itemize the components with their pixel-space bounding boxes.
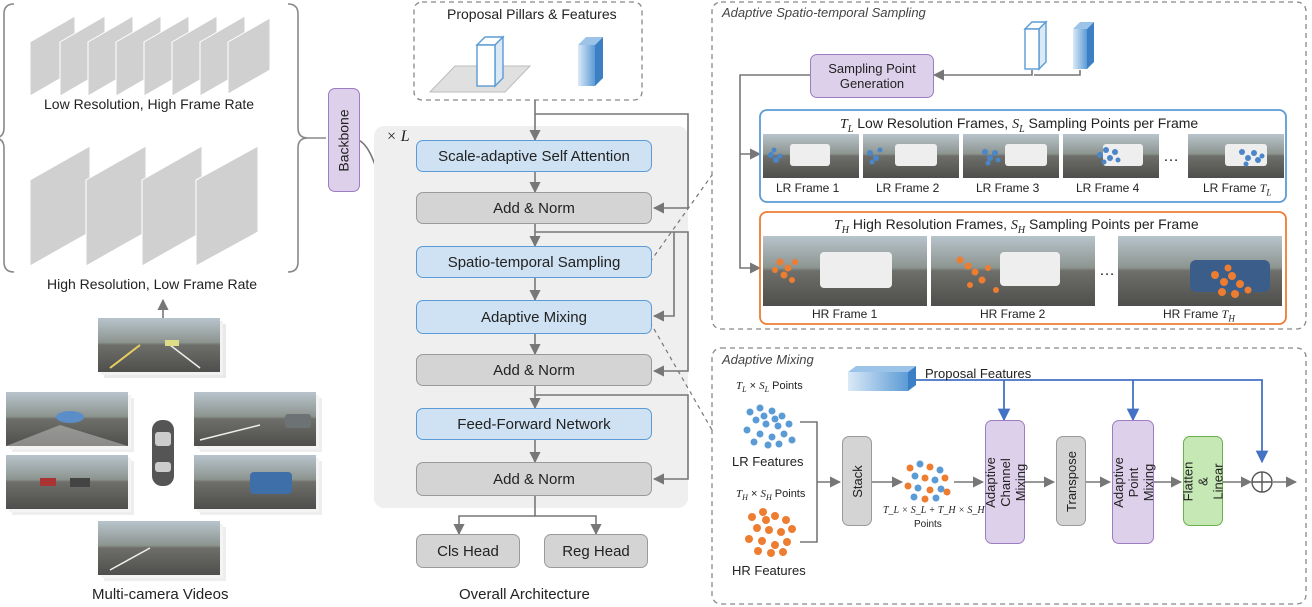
stack-label: Stack [849,464,865,498]
lr-sample-points [768,147,1265,167]
camera-front-left [6,392,134,452]
transpose-block: Transpose [1056,436,1086,526]
stack-block: Stack [842,436,872,526]
mixing-title: Adaptive Mixing [722,352,814,367]
combined-points-label: Points [914,519,942,530]
reg-head-block: Reg Head [544,534,648,568]
hr-frame-2-label: HR Frame 2 [980,307,1046,321]
lr-ellipsis: … [1163,148,1179,165]
lr-frame-3-label: LR Frame 3 [976,181,1040,195]
high-res-frame-stack [29,145,259,267]
lr-points-label: TL × SL Points [736,380,803,395]
backbone-block: Backbone [328,88,360,192]
mixing-panel [711,347,1307,605]
lr-frame-4-label: LR Frame 4 [1076,181,1140,195]
add-norm-block-2: Add & Norm [416,354,652,386]
backbone-label: Backbone [335,108,352,172]
channel-mixing-label: Adaptive Channel Mixing [982,456,1028,508]
sampling-pillar-icon [1023,20,1048,71]
hr-frame-1-label: HR Frame 1 [812,307,878,321]
add-norm-block-1: Add & Norm [416,192,652,224]
hr-point-cluster [745,508,796,557]
lr-frame-last-label: LR Frame TL [1203,181,1272,198]
point-mixing-block: Adaptive Point Mixing [1110,420,1156,544]
hr-sample-points [772,256,1252,298]
proposal-pillars-title: Proposal Pillars & Features [447,6,617,22]
lr-header: TL Low Resolution Frames, SL Sampling Po… [840,115,1199,135]
camera-front-right [194,392,322,452]
mixed-point-cluster [904,460,951,503]
proposal-pillar-icon [475,35,505,88]
gen-line-1: Sampling Point [828,61,916,76]
hr-frame-images [763,236,1282,306]
low-res-frame-stack [29,15,271,97]
camera-back-right [194,455,322,515]
camera-back [98,521,226,581]
spatio-temporal-sampling-block: Spatio-temporal Sampling [416,246,652,278]
hr-points-label: TH × SH Points [736,488,806,503]
self-attention-block: Scale-adaptive Self Attention [416,140,652,172]
proposal-feature-icon [578,37,603,86]
lr-frame-2-label: LR Frame 2 [876,181,940,195]
ffn-block: Feed-Forward Network [416,408,652,440]
proposal-features-bar [848,366,916,391]
point-mixing-label: Adaptive Point Mixing [1110,456,1156,508]
flatten-linear-label: Flatten & Linear [1180,461,1226,501]
high-res-label: High Resolution, Low Frame Rate [47,276,258,292]
multicamera-caption: Multi-camera Videos [92,586,229,603]
sampling-feature-icon [1073,22,1094,69]
camera-front [98,318,226,378]
sampling-point-generation-block: Sampling Point Generation [810,54,934,98]
proposal-pillars-box [413,1,643,101]
adaptive-mixing-block: Adaptive Mixing [416,300,652,334]
gen-line-2: Generation [839,76,905,91]
hr-ellipsis: … [1099,262,1115,279]
lr-frame-1-label: LR Frame 1 [776,181,840,195]
flatten-linear-block: Flatten & Linear [1180,436,1226,526]
sampling-panel [711,1,1307,330]
architecture-caption: Overall Architecture [459,586,590,603]
combined-formula: T_L × S_L + T_H × S_H [883,505,985,516]
channel-mixing-block: Adaptive Channel Mixing [982,420,1028,544]
lr-frame-images [763,134,1284,178]
hr-features-label: HR Features [732,563,806,578]
camera-back-left [6,455,134,515]
transpose-label: Transpose [1063,450,1079,512]
hr-frame-last-label: HR Frame TH [1163,307,1235,324]
add-norm-block-3: Add & Norm [416,462,652,496]
right-brace [287,3,309,273]
low-res-label: Low Resolution, High Frame Rate [44,96,255,112]
residual-add-icon [1251,471,1273,493]
ego-car-icon [152,420,174,486]
sampling-title: Adaptive Spatio-temporal Sampling [722,5,926,20]
repeat-label: × L [386,128,410,145]
hr-header: TH High Resolution Frames, SH Sampling P… [834,216,1199,236]
proposal-features-label: Proposal Features [925,366,1032,381]
lr-features-label: LR Features [732,454,804,469]
left-brace [0,3,15,273]
lr-point-cluster [743,404,796,449]
cls-head-block: Cls Head [416,534,520,568]
